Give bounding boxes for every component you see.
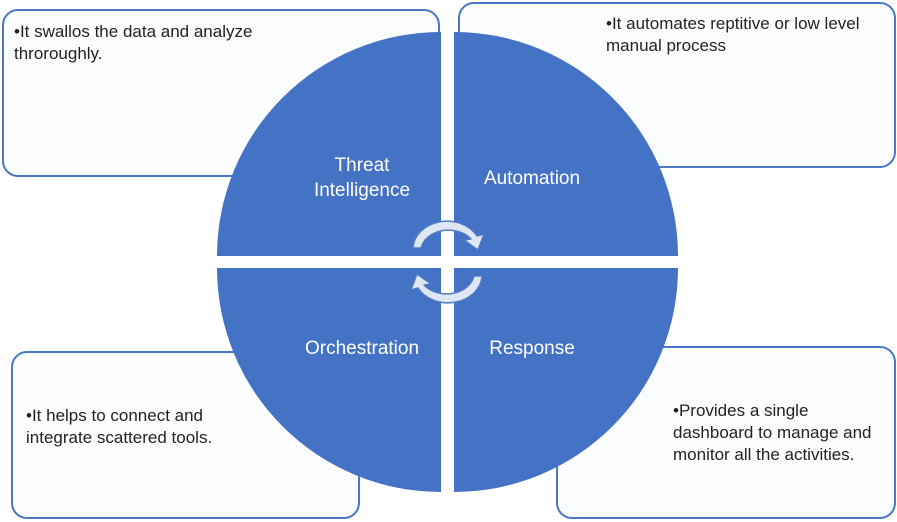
label-threat: Threat <box>335 155 391 176</box>
quadrant-response <box>454 268 678 492</box>
label-automation: Automation <box>484 168 580 189</box>
note-automation: •It automates reptitive or low level man… <box>606 14 860 55</box>
note-orchestration: •It helps to connect and integrate scatt… <box>26 406 213 447</box>
quadrant-orchestration <box>217 268 441 492</box>
label-intelligence: Intelligence <box>314 180 410 201</box>
label-response: Response <box>489 338 575 359</box>
quadrant-threat-intelligence <box>217 32 441 256</box>
cycle-arrows-icon <box>410 220 485 304</box>
note-threat-intelligence: •It swallos the data and analyze throrou… <box>14 22 253 63</box>
note-response: •Provides a single dashboard to manage a… <box>673 401 872 464</box>
label-orchestration: Orchestration <box>305 338 419 359</box>
quadrant-automation <box>454 32 678 256</box>
